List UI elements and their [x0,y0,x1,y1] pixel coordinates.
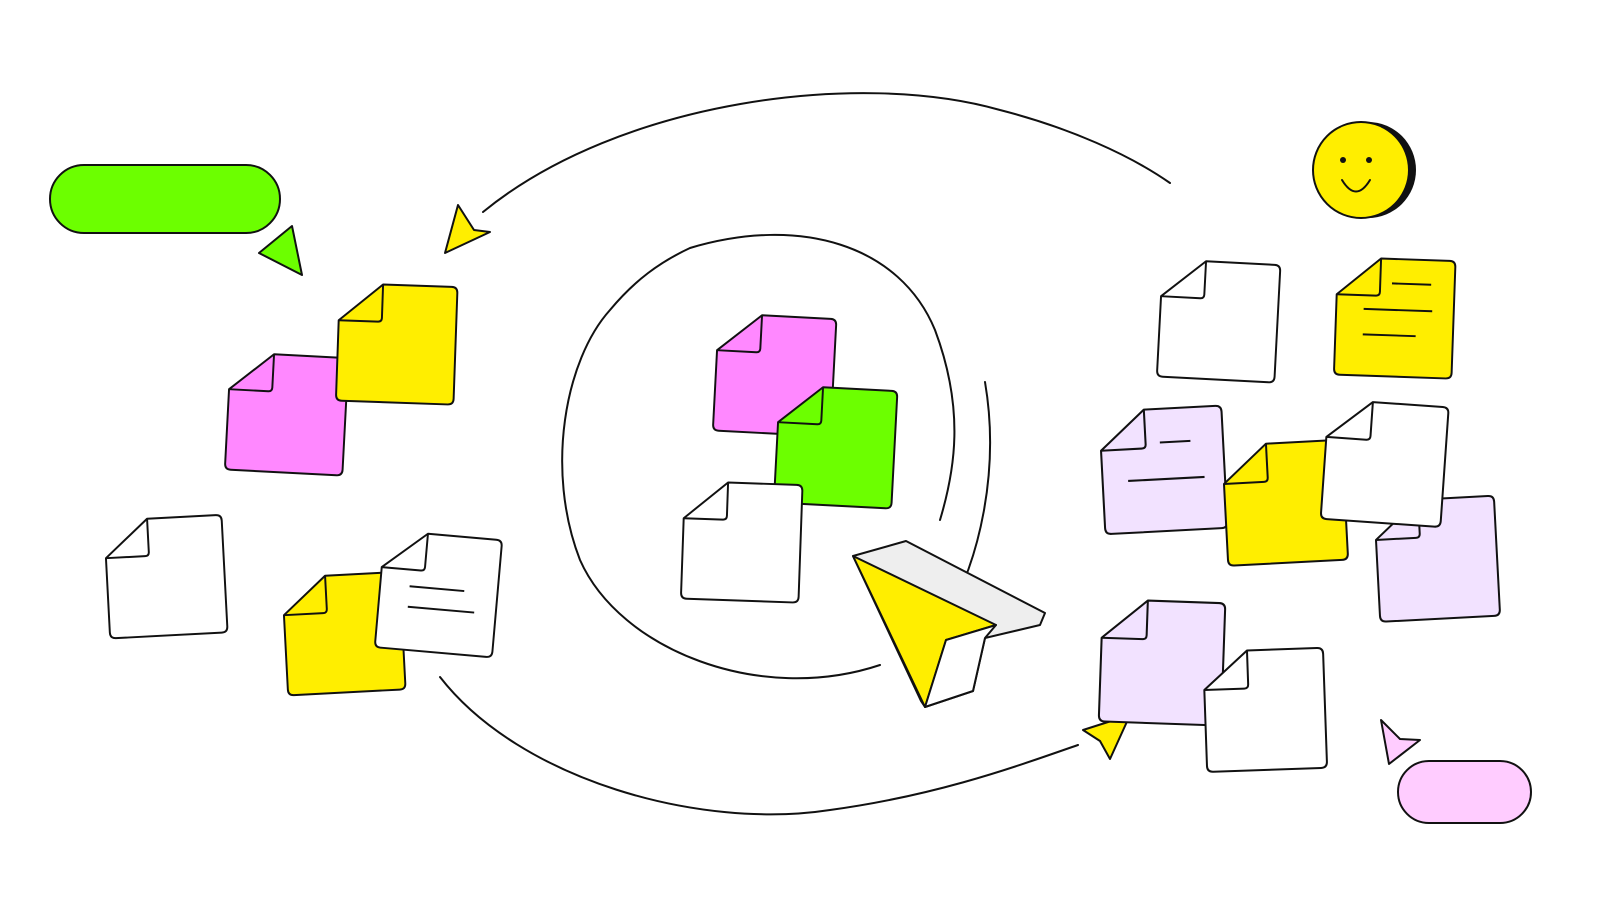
smiley-icon [1312,121,1416,219]
connector-lines [439,92,1171,816]
doc-card-white-lines-left [373,529,504,659]
doc-card-white-right-top [1155,258,1282,384]
top-arc [482,92,1171,213]
bottom-arc [439,676,1079,816]
doc-card-white-center [679,480,804,604]
sticky-note-yellow-lines-right [1332,256,1457,380]
doc-card-white-right-middle [1319,398,1450,529]
green-pill [49,164,281,234]
pointer-icon-yellow-top [444,204,491,254]
pink-pill [1397,760,1532,824]
pointer-icon-pink [1380,719,1421,765]
cursor-arrow-icon [852,540,1046,708]
sticky-note-yellow-left-top [334,282,459,406]
sticky-note-pink-left [223,351,350,477]
doc-card-white-left [103,513,229,640]
doc-card-lavender-lines-right [1097,404,1229,536]
pointer-icon-green [258,225,303,276]
